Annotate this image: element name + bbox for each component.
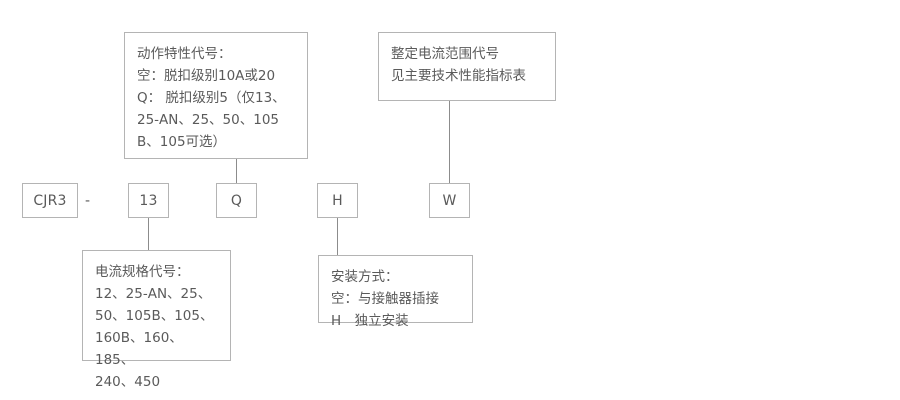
code-box-mounting: H: [317, 183, 358, 218]
code-box-trip-characteristic: Q: [216, 183, 257, 218]
note-current-range: 整定电流范围代号 见主要技术性能指标表: [378, 32, 556, 101]
note-mounting-method: 安装方式： 空：与接触器插接 H 独立安装: [318, 255, 473, 329]
note-current-spec: 电流规格代号： 12、25-AN、25、 50、105B、105、 160B、1…: [82, 250, 231, 390]
connector-current-range: [449, 101, 450, 183]
code-box-current-spec: 13: [128, 183, 169, 218]
code-separator-dash: -: [85, 193, 91, 209]
connector-current-spec: [148, 218, 149, 250]
connector-trip-characteristic: [236, 159, 237, 183]
code-box-current-range: W: [429, 183, 470, 218]
code-box-series: CJR3: [22, 183, 78, 218]
connector-mounting-method: [337, 218, 338, 255]
note-trip-characteristic: 动作特性代号： 空：脱扣级别10A或20 Q： 脱扣级别5（仅13、 25-AN…: [124, 32, 308, 159]
